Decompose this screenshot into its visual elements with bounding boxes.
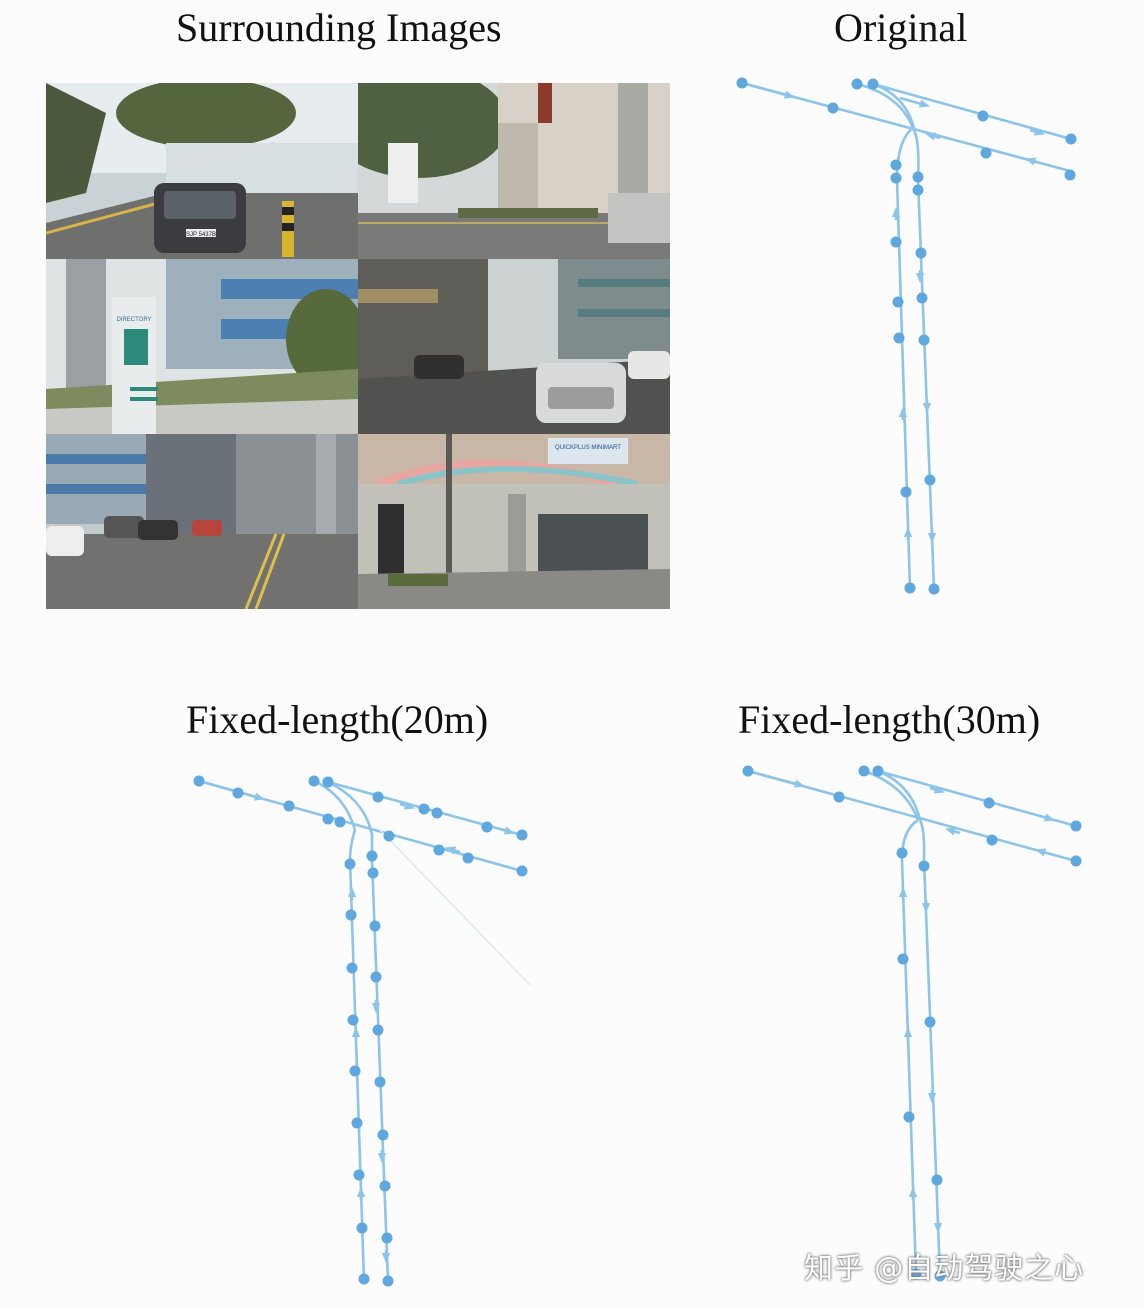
lane-point bbox=[383, 1276, 394, 1287]
lane-point bbox=[834, 792, 845, 803]
lane-point bbox=[373, 792, 384, 803]
lane-point bbox=[359, 1274, 370, 1285]
lane-point bbox=[348, 1015, 359, 1026]
lane-point bbox=[978, 111, 989, 122]
lane-point bbox=[323, 777, 334, 788]
lane-point bbox=[1065, 170, 1076, 181]
fixed-length-30m-lane-map bbox=[743, 766, 1082, 1282]
lane-point bbox=[309, 776, 320, 787]
lane-point bbox=[913, 185, 924, 196]
lane-point bbox=[517, 830, 528, 841]
lane-point bbox=[929, 584, 940, 595]
lane-point bbox=[352, 1118, 363, 1129]
lane-point bbox=[432, 808, 443, 819]
lane-point bbox=[357, 1223, 368, 1234]
lane-point bbox=[987, 835, 998, 846]
lane-point bbox=[1071, 856, 1082, 867]
lane-point bbox=[382, 1233, 393, 1244]
lane-point bbox=[350, 1066, 361, 1077]
lane-point bbox=[1066, 134, 1077, 145]
lane-point bbox=[345, 859, 356, 870]
lane-point bbox=[905, 583, 916, 594]
lane-point bbox=[419, 804, 430, 815]
lane-point bbox=[901, 487, 912, 498]
lane-point bbox=[925, 1017, 936, 1028]
fixed-length-20m-lane-map bbox=[194, 776, 531, 1287]
lane-point bbox=[893, 297, 904, 308]
lane-point bbox=[828, 103, 839, 114]
lane-point bbox=[1071, 821, 1082, 832]
lane-point bbox=[323, 814, 334, 825]
lane-point bbox=[916, 248, 927, 259]
lane-point bbox=[367, 851, 378, 862]
lane-point bbox=[370, 921, 381, 932]
lane-line bbox=[902, 820, 918, 1274]
lane-point bbox=[384, 831, 395, 842]
lane-point bbox=[904, 1112, 915, 1123]
lane-point bbox=[375, 1077, 386, 1088]
lane-line bbox=[897, 128, 913, 588]
lane-point bbox=[859, 766, 870, 777]
lane-point bbox=[463, 853, 474, 864]
lane-point bbox=[380, 1181, 391, 1192]
lane-point bbox=[891, 237, 902, 248]
lane-point bbox=[737, 78, 748, 89]
lane-point bbox=[378, 1130, 389, 1141]
lane-line bbox=[920, 820, 940, 1276]
lane-point bbox=[891, 160, 902, 171]
lane-point bbox=[233, 788, 244, 799]
lane-point bbox=[919, 335, 930, 346]
lane-point bbox=[482, 822, 493, 833]
lane-point bbox=[891, 173, 902, 184]
lane-point bbox=[346, 910, 357, 921]
zhihu-watermark: 知乎 @自动驾驶之心 bbox=[804, 1245, 1084, 1287]
lane-point bbox=[194, 776, 205, 787]
lane-point bbox=[873, 766, 884, 777]
lane-point bbox=[368, 868, 379, 879]
lane-point bbox=[354, 1170, 365, 1181]
lane-point bbox=[743, 766, 754, 777]
lane-point bbox=[917, 293, 928, 304]
lane-point bbox=[894, 333, 905, 344]
lane-point bbox=[898, 954, 909, 965]
lane-point bbox=[925, 475, 936, 486]
lane-point bbox=[284, 801, 295, 812]
lane-point bbox=[335, 817, 346, 828]
lane-line bbox=[742, 83, 1070, 171]
lane-point bbox=[897, 848, 908, 859]
lane-point bbox=[434, 845, 445, 856]
lane-point bbox=[373, 1025, 384, 1036]
lane-point bbox=[852, 79, 863, 90]
lane-line bbox=[372, 835, 388, 1281]
original-lane-map bbox=[737, 78, 1077, 595]
lane-point bbox=[371, 972, 382, 983]
lane-point bbox=[517, 866, 528, 877]
lane-point bbox=[919, 861, 930, 872]
lane-line bbox=[913, 128, 934, 588]
lane-point bbox=[347, 963, 358, 974]
lane-point bbox=[984, 798, 995, 809]
lane-point bbox=[913, 172, 924, 183]
lane-point bbox=[868, 79, 879, 90]
lane-point bbox=[932, 1175, 943, 1186]
lane-point bbox=[981, 148, 992, 159]
